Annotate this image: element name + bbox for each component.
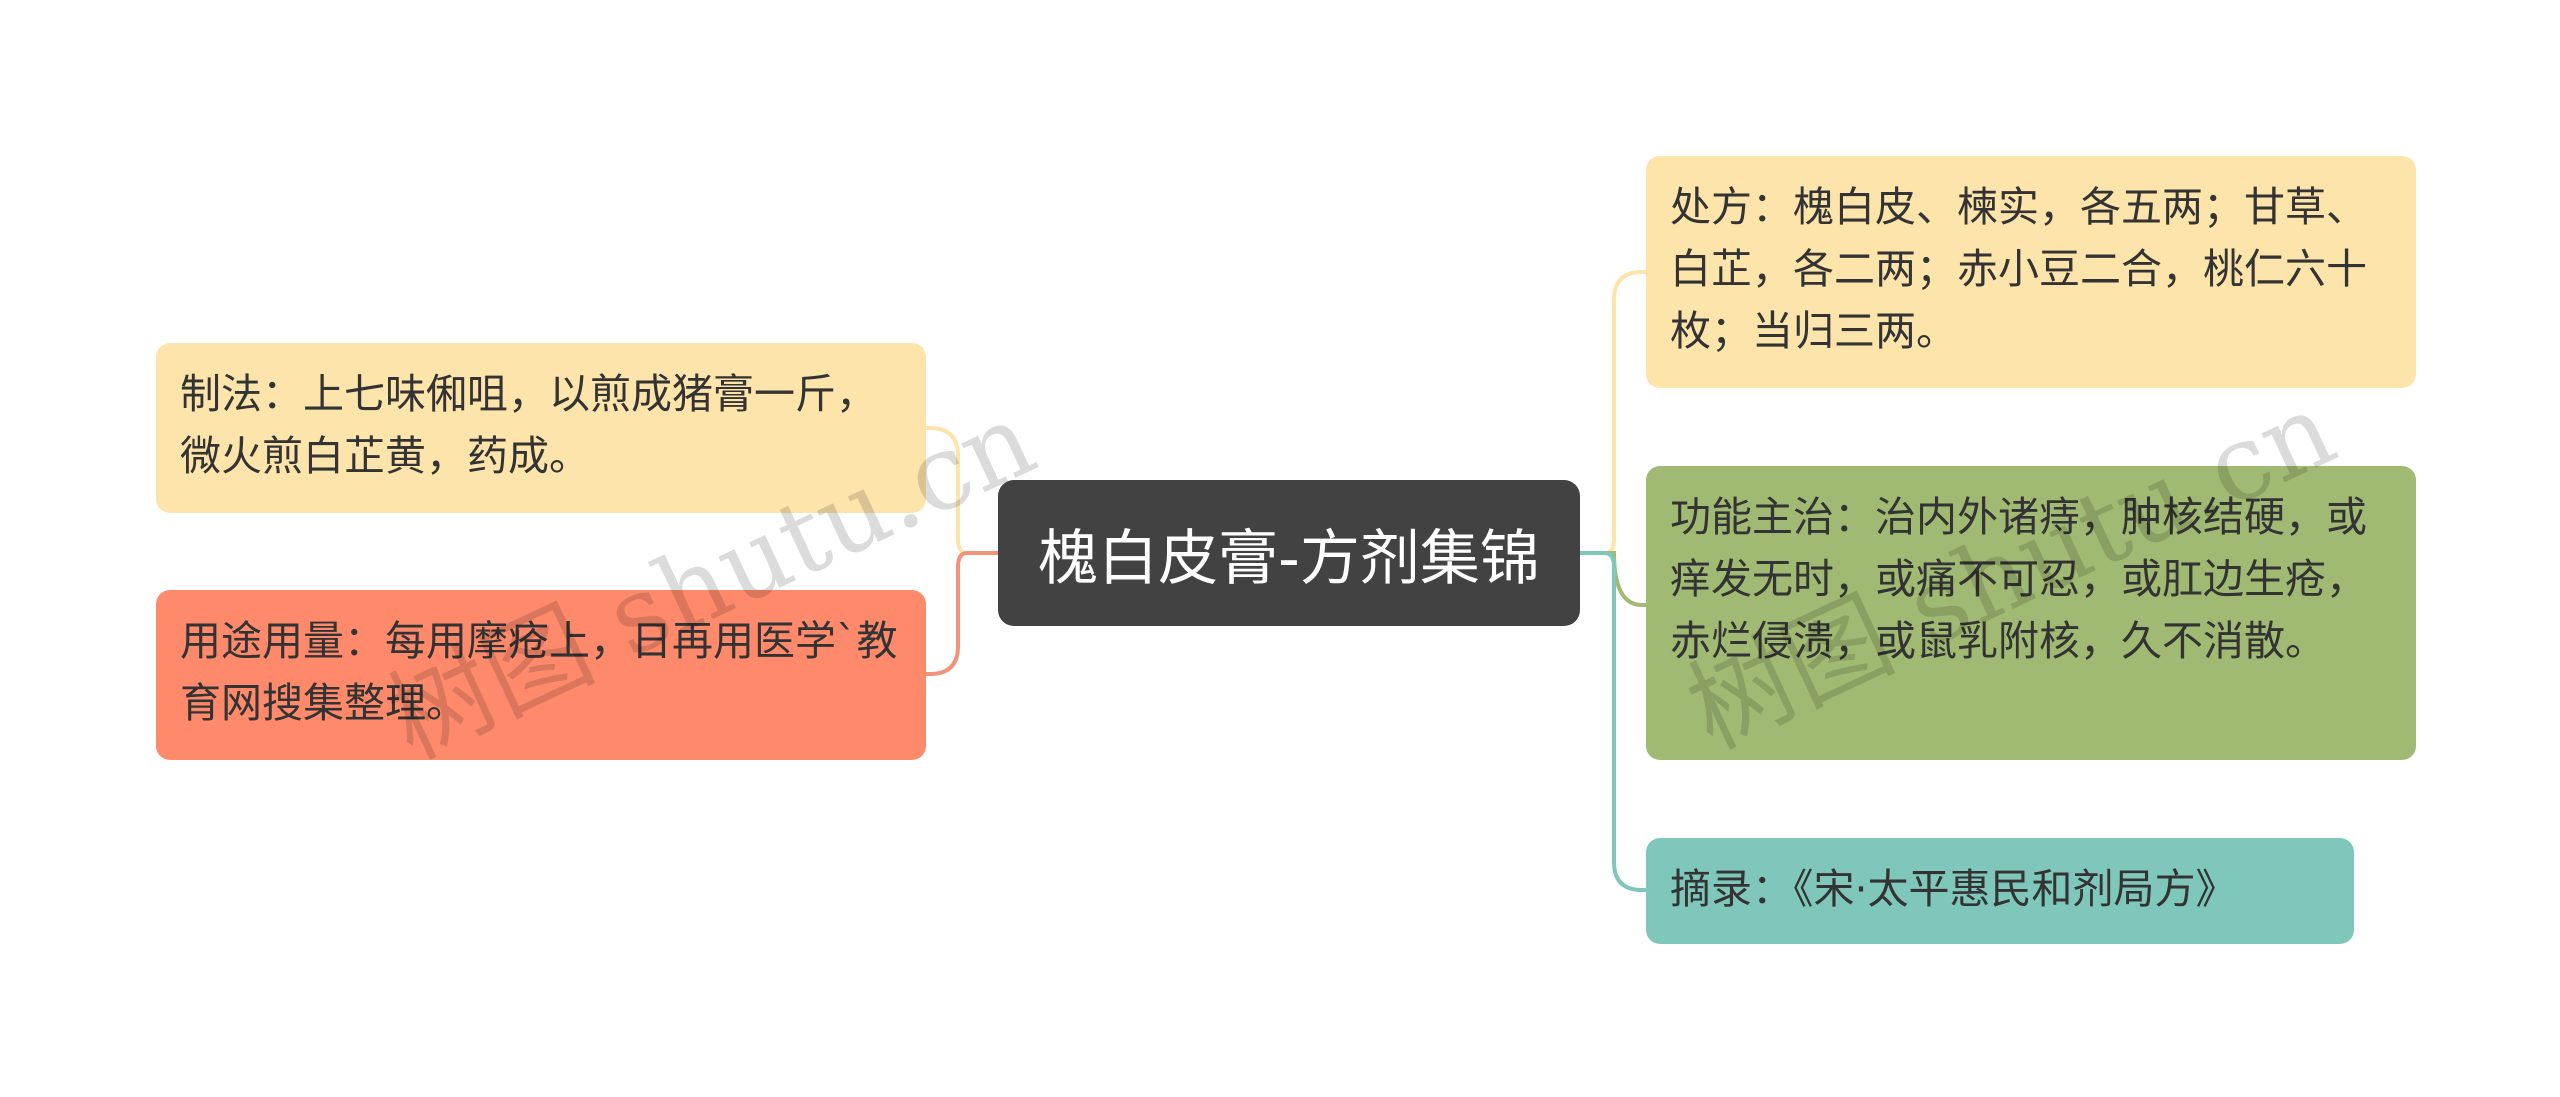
node-preparation: 制法：上七味俰咀，以煎成猪膏一斤，微火煎白芷黄，药成。 [156, 343, 926, 513]
node-usage-dosage: 用途用量：每用摩疮上，日再用医学`教育网搜集整理。 [156, 590, 926, 760]
connector-left-top [926, 426, 998, 555]
node-usage-dosage-text: 用途用量：每用摩疮上，日再用医学`教育网搜集整理。 [180, 617, 898, 727]
connector-left-bottom [926, 551, 998, 676]
node-source: 摘录：《宋·太平惠民和剂局方》 [1646, 838, 2354, 944]
connector-right-bottom [1580, 551, 1646, 892]
connector-right-middle [1580, 551, 1646, 607]
connector-right-top [1580, 270, 1646, 555]
node-prescription: 处方：槐白皮、楝实，各五两；甘草、白芷，各二两；赤小豆二合，桃仁六十枚；当归三两… [1646, 156, 2416, 388]
node-indications: 功能主治：治内外诸痔，肿核结硬，或痒发无时，或痛不可忍，或肛边生疮，赤烂侵溃，或… [1646, 466, 2416, 760]
node-source-text: 摘录：《宋·太平惠民和剂局方》 [1670, 865, 2237, 913]
center-topic-label: 槐白皮膏-方剂集锦 [1038, 523, 1540, 594]
node-indications-text: 功能主治：治内外诸痔，肿核结硬，或痒发无时，或痛不可忍，或肛边生疮，赤烂侵溃，或… [1670, 493, 2367, 665]
node-preparation-text: 制法：上七味俰咀，以煎成猪膏一斤，微火煎白芷黄，药成。 [180, 370, 877, 480]
center-topic: 槐白皮膏-方剂集锦 [998, 480, 1580, 626]
node-prescription-text: 处方：槐白皮、楝实，各五两；甘草、白芷，各二两；赤小豆二合，桃仁六十枚；当归三两… [1670, 183, 2367, 355]
